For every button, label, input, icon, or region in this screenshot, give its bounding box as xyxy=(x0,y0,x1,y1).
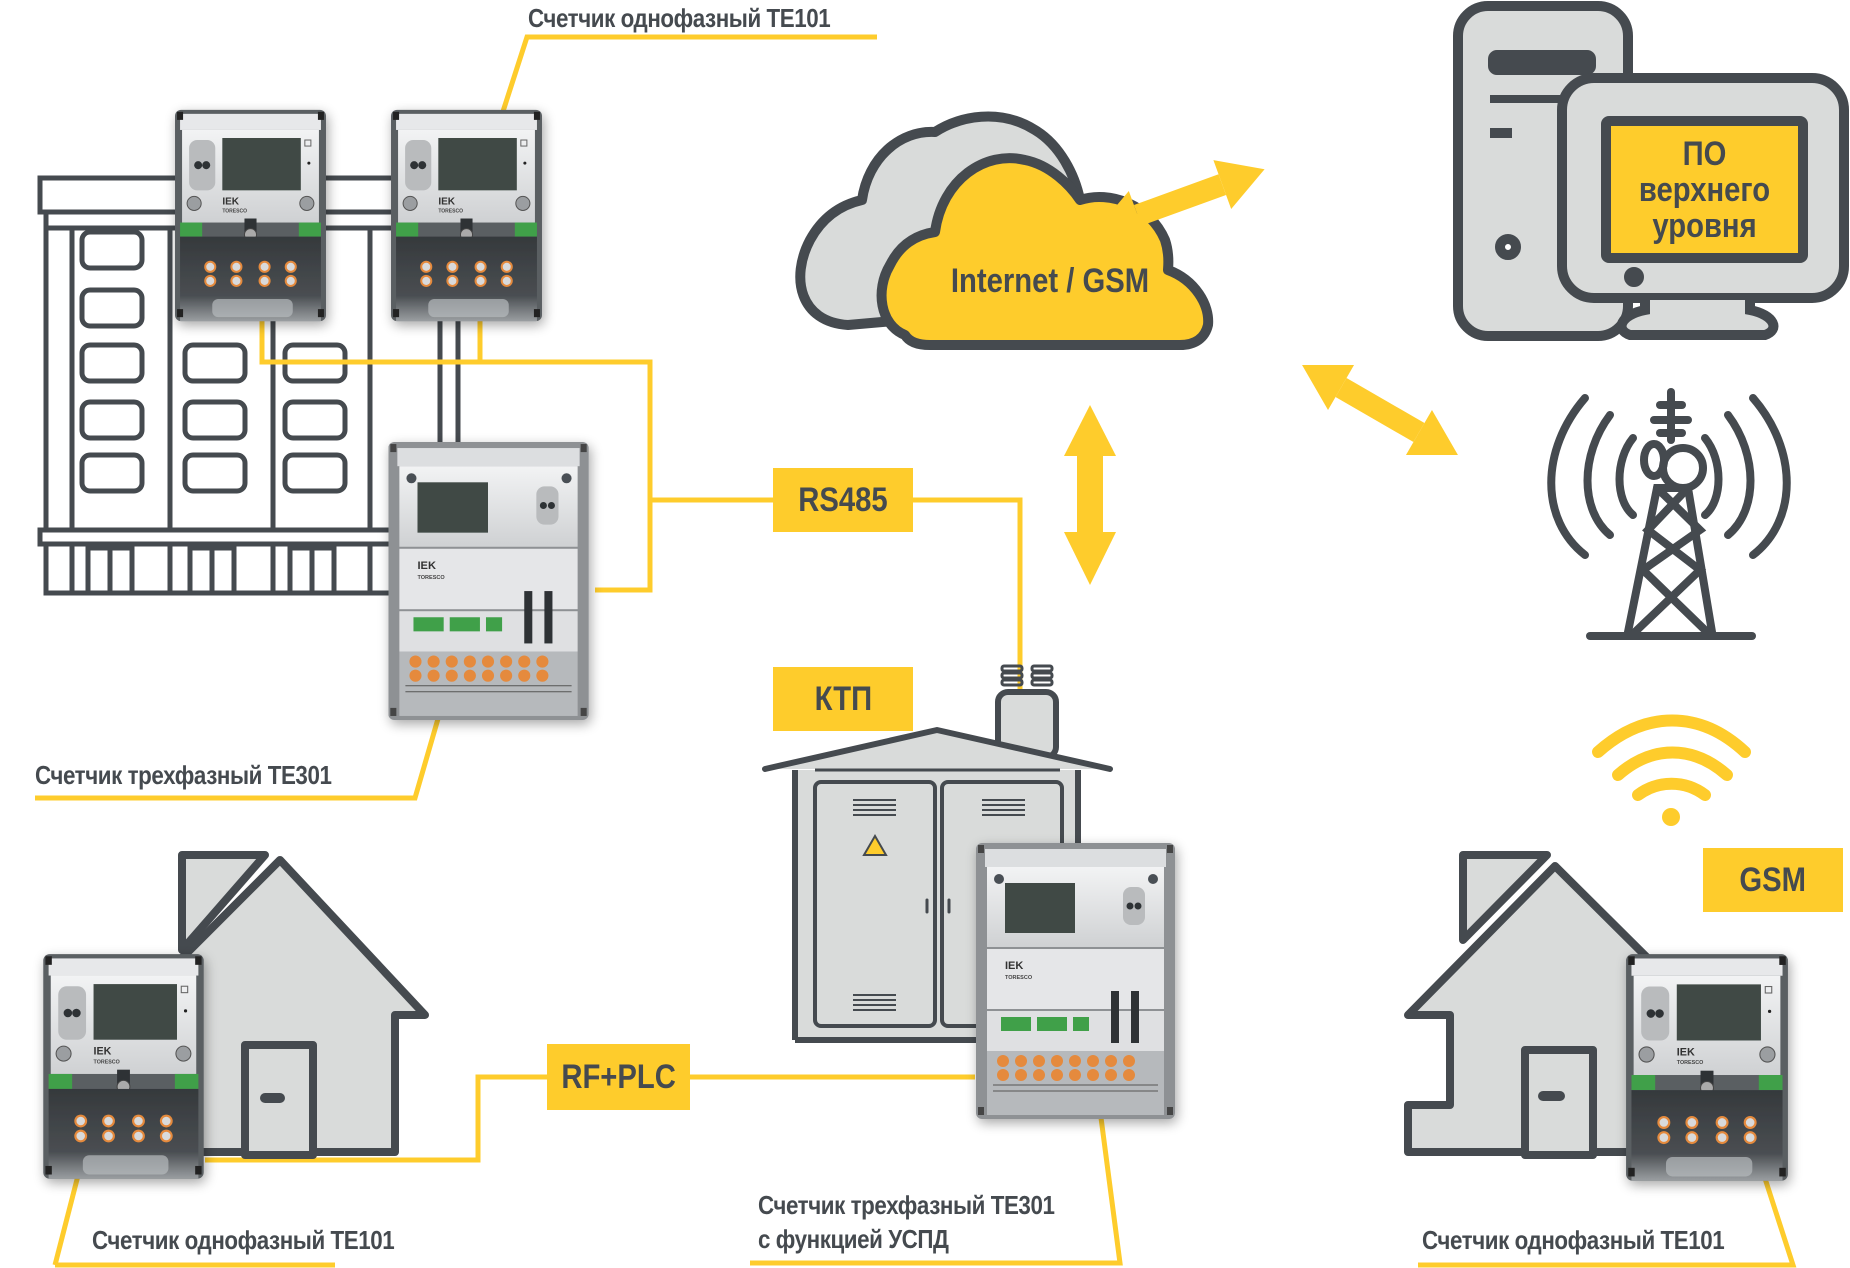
label-meter-right-house: Счетчик однофазный TE101 xyxy=(1422,1225,1725,1255)
server-screen-label: ПО верхнего уровня xyxy=(1606,121,1803,258)
computer-icon xyxy=(1453,1,1849,341)
three-phase-meter-uspd-icon xyxy=(975,842,1176,1120)
rs485-bus-riser xyxy=(262,359,653,593)
screen-line-1: ПО xyxy=(1682,134,1727,173)
single-phase-meter-icon xyxy=(1625,953,1789,1182)
leader-meter-three-phase xyxy=(35,704,445,801)
leader-meter-uspd xyxy=(750,1109,1123,1266)
three-phase-meter-icon xyxy=(387,441,590,721)
bidirectional-arrow-icon xyxy=(1064,405,1116,585)
label-meter-uspd-line1: Счетчик трехфазный TE301 xyxy=(758,1190,1055,1220)
wifi-icon xyxy=(1592,714,1751,826)
label-meter-uspd-line2: с функцией УСПД xyxy=(758,1224,949,1254)
label-meter-three-phase: Счетчик трехфазный TE301 xyxy=(35,760,332,790)
label-meter-left-house: Счетчик однофазный TE101 xyxy=(92,1225,395,1255)
single-phase-meter-icon xyxy=(42,953,205,1180)
single-phase-meter-icon xyxy=(174,109,327,322)
leader-meter-top xyxy=(494,34,877,131)
cell-tower-icon xyxy=(1547,388,1791,640)
screen-line-3: уровня xyxy=(1652,206,1757,245)
leader-meter-right-house xyxy=(1418,1162,1797,1268)
rf-plc-line-left xyxy=(205,1074,547,1163)
tag-gsm: GSM xyxy=(1703,848,1843,912)
label-meter-top: Счетчик однофазный TE101 xyxy=(528,3,831,33)
cloud-icon xyxy=(795,111,1214,350)
bidirectional-arrow-icon xyxy=(1095,160,1265,240)
connection-lines xyxy=(35,34,1797,1268)
single-phase-meter-icon xyxy=(390,109,543,322)
cloud-label: Internet / GSM xyxy=(950,262,1150,300)
house-icon xyxy=(136,851,429,1159)
bidirectional-arrow-icon xyxy=(1302,364,1458,456)
screen-line-2: верхнего xyxy=(1638,170,1771,209)
tag-ktp: КТП xyxy=(773,667,913,731)
tag-rf-plc: RF+PLC xyxy=(547,1044,690,1110)
tag-rs485: RS485 xyxy=(773,468,913,532)
high-voltage-icon xyxy=(862,834,888,856)
